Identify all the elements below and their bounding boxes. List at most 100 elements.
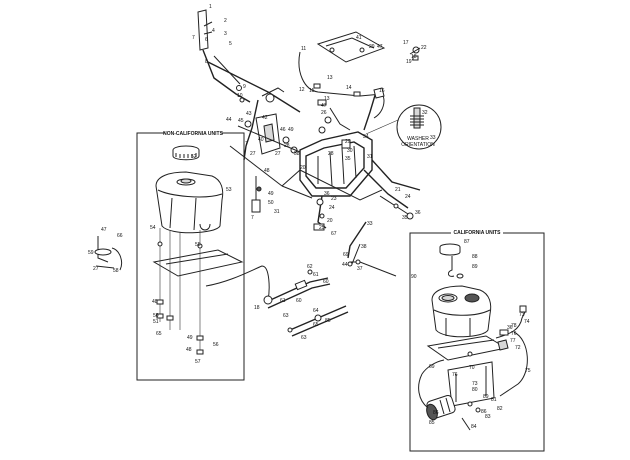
- callout-31: 31: [367, 154, 373, 160]
- callout-17: 17: [403, 40, 409, 46]
- evap-bracket-ca: [447, 361, 495, 407]
- callout-77: 77: [510, 338, 516, 344]
- callout-86: 86: [481, 409, 487, 415]
- callout-45: 45: [238, 118, 244, 124]
- right-link: [379, 195, 414, 220]
- callout-28: 28: [284, 143, 290, 149]
- detail-spring: [410, 115, 424, 126]
- callout-37: 37: [357, 266, 363, 272]
- pivot-link: [313, 195, 327, 231]
- california-title: CALIFORNIA UNITS: [453, 230, 501, 236]
- callout-73: 73: [472, 381, 478, 387]
- control-handle-grip: [373, 87, 385, 99]
- callout-1: 1: [209, 4, 212, 10]
- callout-20: 20: [327, 218, 333, 224]
- callout-44: 44: [342, 262, 348, 268]
- callout-6: 6: [205, 37, 208, 43]
- control-rods: [207, 61, 301, 213]
- brake-rod: [347, 221, 397, 277]
- callout-48: 48: [264, 168, 270, 174]
- callout-78: 78: [511, 323, 517, 329]
- callout-84: 84: [471, 424, 477, 430]
- main-frame: [229, 107, 421, 209]
- callout-49: 49: [187, 335, 193, 341]
- callout-90: 90: [411, 274, 417, 280]
- callout-26: 26: [321, 110, 327, 116]
- callout-87: 87: [464, 239, 470, 245]
- callout-25: 25: [319, 225, 325, 231]
- callout-85: 85: [325, 318, 331, 324]
- callout-62: 62: [307, 264, 313, 270]
- callout-73: 73: [519, 312, 525, 318]
- callout-31: 31: [274, 209, 280, 215]
- callout-9: 9: [243, 84, 246, 90]
- callout-3: 3: [224, 31, 227, 37]
- callout-21: 21: [395, 187, 401, 193]
- callout-29: 29: [345, 139, 351, 145]
- callout-36: 36: [507, 325, 513, 331]
- callout-49: 49: [268, 191, 274, 197]
- canister-fittings: [461, 401, 481, 431]
- callout-8: 8: [205, 59, 208, 65]
- charcoal-canister: [426, 394, 456, 421]
- detail-bolt: [413, 107, 421, 129]
- callout-29: 29: [369, 44, 375, 50]
- callout-7: 7: [251, 215, 254, 221]
- callout-58: 58: [113, 268, 119, 274]
- tank-mount-plate-ca: [426, 335, 508, 361]
- callout-48: 48: [186, 347, 192, 353]
- control-handle: [363, 91, 377, 131]
- callout-47: 47: [101, 227, 107, 233]
- callout-36: 36: [324, 191, 330, 197]
- fuel-cap-ca: [439, 243, 464, 279]
- callout-72: 72: [515, 345, 521, 351]
- callout-57: 57: [195, 359, 201, 365]
- cable-fittings: [313, 83, 361, 106]
- california-title-bg: [451, 229, 503, 236]
- callout-76: 76: [452, 372, 458, 378]
- lever-assembly: [237, 113, 301, 192]
- callout-67: 67: [331, 231, 337, 237]
- callout-44: 44: [226, 117, 232, 123]
- callout-75: 75: [525, 368, 531, 374]
- non-california-title: NON-CALIFORNIA UNITS: [163, 131, 223, 137]
- callout-24: 24: [405, 194, 411, 200]
- callout-43: 43: [246, 111, 252, 117]
- callout-63: 63: [283, 313, 289, 319]
- callout-24: 24: [329, 205, 335, 211]
- callout-33: 33: [367, 221, 373, 227]
- mounting-plate: [316, 31, 386, 63]
- callout-89: 89: [472, 264, 478, 270]
- callout-15: 15: [309, 88, 315, 94]
- callout-23: 23: [331, 196, 337, 202]
- callout-58: 58: [294, 151, 300, 157]
- callout-36: 36: [415, 210, 421, 216]
- fuel-line-non-ca: [205, 265, 270, 301]
- callout-27: 27: [275, 151, 281, 157]
- detail-leader: [365, 119, 399, 135]
- callout-83: 83: [485, 414, 491, 420]
- callout-65: 65: [313, 322, 319, 328]
- tank-bolts-non-ca: [156, 228, 204, 355]
- callout-89: 89: [483, 394, 489, 400]
- callout-74: 74: [524, 319, 530, 325]
- vent-hoses-ca: [418, 305, 528, 409]
- non-california-title-bg: [165, 130, 221, 137]
- callout-47: 47: [321, 103, 327, 109]
- callout-42: 42: [262, 115, 268, 121]
- callout-18: 18: [411, 54, 417, 60]
- fuel-tank-non-ca: [155, 171, 224, 234]
- callout-11: 11: [301, 46, 306, 52]
- callout-28: 28: [328, 151, 334, 157]
- callout-86: 86: [433, 410, 439, 416]
- callout-70: 70: [469, 365, 475, 371]
- callout-65: 65: [156, 331, 162, 337]
- tank-mount-plate-non-ca: [152, 249, 244, 277]
- callout-10: 10: [237, 93, 243, 99]
- callout-69: 69: [343, 252, 349, 258]
- callout-61: 61: [280, 298, 286, 304]
- fuel-cap-non-ca: [172, 145, 200, 161]
- callout-80: 80: [472, 387, 478, 393]
- callout-50: 50: [268, 200, 274, 206]
- callout-60: 60: [323, 279, 329, 285]
